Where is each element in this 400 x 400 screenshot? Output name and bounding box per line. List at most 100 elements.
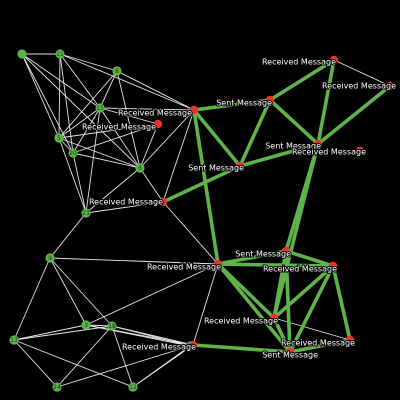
message-edge	[192, 98, 272, 112]
plain-node[interactable]	[45, 253, 55, 263]
plain-node-label: 9	[48, 255, 52, 262]
plain-edge	[13, 257, 51, 341]
message-edge	[288, 338, 352, 354]
plain-edge	[99, 70, 118, 109]
message-edge	[272, 316, 292, 354]
message-node[interactable]	[235, 161, 245, 171]
message-edge	[284, 249, 335, 268]
plain-node[interactable]	[9, 335, 19, 345]
message-node-label: Received Message	[89, 198, 163, 207]
plain-edge	[49, 257, 113, 327]
plain-edge	[58, 107, 101, 139]
plain-edge	[59, 53, 195, 111]
plain-node-label: 14	[186, 343, 194, 350]
message-node[interactable]	[189, 105, 199, 115]
plain-edge	[333, 59, 391, 87]
message-edge	[238, 142, 320, 168]
plain-edge	[85, 107, 101, 214]
message-node[interactable]	[329, 55, 339, 65]
plain-node-label: 6	[138, 165, 142, 172]
message-node[interactable]	[328, 261, 338, 271]
message-edge	[268, 98, 320, 146]
message-node[interactable]	[281, 246, 291, 256]
message-node[interactable]	[355, 146, 365, 156]
plain-edge	[99, 107, 159, 125]
message-node[interactable]	[345, 335, 355, 345]
plain-node[interactable]	[107, 321, 117, 331]
plain-edge	[56, 325, 113, 388]
message-edge	[316, 84, 392, 146]
plain-edge	[49, 257, 87, 326]
plain-edge	[139, 167, 164, 203]
message-edge	[316, 58, 336, 146]
plain-edge	[116, 70, 141, 169]
message-edge	[268, 58, 336, 102]
plain-node[interactable]	[54, 133, 64, 143]
plain-edge	[58, 137, 87, 214]
plain-edge	[85, 201, 164, 214]
message-node[interactable]	[158, 197, 168, 207]
plain-node[interactable]	[68, 148, 78, 158]
message-node-label: Received Message	[82, 123, 156, 132]
message-node[interactable]	[385, 81, 395, 91]
plain-edge	[99, 107, 195, 111]
plain-node[interactable]	[17, 49, 27, 59]
message-node[interactable]	[188, 340, 198, 350]
plain-edge	[72, 152, 87, 214]
message-node-label: Sent Message	[188, 164, 244, 173]
plain-edge	[56, 345, 191, 388]
plain-node[interactable]	[128, 382, 138, 392]
plain-edge	[72, 107, 101, 154]
message-node-label: Received Message	[263, 265, 337, 274]
plain-node[interactable]	[81, 320, 91, 330]
plain-node[interactable]	[81, 208, 91, 218]
plain-edge	[85, 324, 194, 346]
plain-edge	[162, 201, 219, 265]
message-edge	[272, 249, 288, 320]
message-edge	[216, 262, 292, 354]
message-node[interactable]	[213, 259, 223, 269]
message-edge	[216, 262, 335, 268]
plain-edge	[49, 212, 87, 259]
plain-node[interactable]	[95, 103, 105, 113]
message-node[interactable]	[313, 139, 323, 149]
plain-node[interactable]	[112, 66, 122, 76]
message-edge	[191, 343, 292, 354]
plain-edge	[139, 109, 195, 169]
message-edge	[284, 142, 320, 253]
plain-node[interactable]	[52, 382, 62, 392]
message-node-label: Sent Message	[235, 250, 291, 259]
message-edge	[216, 249, 288, 266]
plain-edge	[21, 53, 74, 154]
plain-node[interactable]	[135, 163, 145, 173]
edges-layer	[13, 53, 392, 388]
message-node[interactable]	[265, 95, 275, 105]
plain-node[interactable]	[55, 49, 65, 59]
message-node[interactable]	[269, 313, 279, 323]
plain-edge	[13, 325, 113, 341]
plain-edge	[85, 263, 219, 326]
message-node-label: Received Message	[122, 343, 196, 352]
plain-edge	[85, 167, 141, 214]
plain-node-label: 8	[115, 68, 119, 75]
plain-edge	[192, 263, 219, 346]
plain-edge	[13, 324, 87, 341]
plain-node-label: 24	[53, 384, 61, 391]
plain-edge	[111, 325, 134, 388]
plain-edge	[132, 344, 194, 388]
plain-edge	[58, 53, 61, 139]
plain-edge	[13, 339, 134, 388]
message-edge	[192, 108, 220, 266]
message-node[interactable]	[153, 119, 163, 129]
message-edge	[288, 264, 335, 354]
plain-edge	[21, 53, 101, 109]
message-node[interactable]	[285, 347, 295, 357]
plain-node-label: 18	[108, 323, 116, 330]
message-node-label: Sent Message	[265, 142, 321, 151]
plain-edge	[111, 325, 194, 346]
message-node-label: Received Message	[281, 339, 355, 348]
message-node-label: Sent Message	[216, 99, 272, 108]
nodes-layer	[9, 49, 395, 392]
